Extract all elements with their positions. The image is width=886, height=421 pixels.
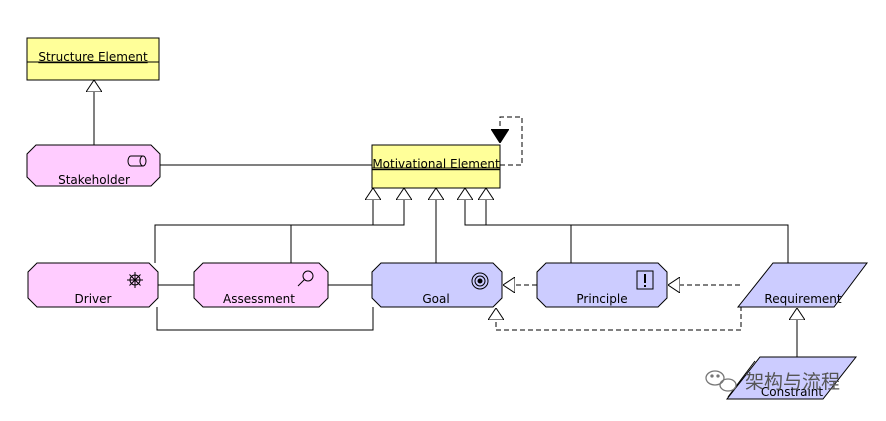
- connections: [94, 80, 797, 357]
- cylinder-icon: [127, 155, 147, 167]
- wheel-icon: [127, 272, 143, 288]
- node-driver[interactable]: Driver: [27, 262, 159, 308]
- node-principle[interactable]: Principle: [536, 262, 668, 308]
- node-stakeholder[interactable]: Stakeholder: [26, 144, 161, 187]
- edge-requirement-goal: [496, 306, 742, 331]
- node-structure-element[interactable]: Structure Element: [26, 37, 160, 81]
- watermark-text: 架构与流程: [745, 371, 840, 393]
- node-label-driver: Driver: [75, 292, 112, 306]
- node-label-motivational-element: Motivational Element: [372, 157, 500, 171]
- node-label-assessment: Assessment: [223, 292, 295, 306]
- node-constraint[interactable]: Constraint: [725, 356, 858, 400]
- magnifier-icon: [297, 270, 314, 287]
- edge-requirement-motivational: [486, 188, 789, 263]
- edge-assessment-motivational: [290, 188, 404, 263]
- node-requirement[interactable]: Requirement: [736, 262, 868, 308]
- node-label-requirement: Requirement: [764, 292, 841, 306]
- node-label-principle: Principle: [576, 292, 627, 306]
- node-label-stakeholder: Stakeholder: [58, 173, 130, 187]
- node-label-structure-element: Structure Element: [38, 50, 148, 64]
- node-motivational-element[interactable]: Motivational Element: [371, 144, 501, 189]
- edge-motivational-self: [500, 116, 523, 166]
- exclamation-box-icon: [636, 270, 654, 290]
- target-icon: [471, 272, 489, 290]
- node-goal[interactable]: Goal: [371, 262, 503, 308]
- node-assessment[interactable]: Assessment: [193, 262, 329, 308]
- node-label-constraint: Constraint: [761, 385, 824, 399]
- wechat-icon: [705, 370, 737, 392]
- edge-driver-motivational: [154, 188, 373, 263]
- watermark: 架构与流程: [705, 370, 840, 393]
- node-label-goal: Goal: [422, 292, 449, 306]
- edge-driver-goal: [156, 307, 374, 331]
